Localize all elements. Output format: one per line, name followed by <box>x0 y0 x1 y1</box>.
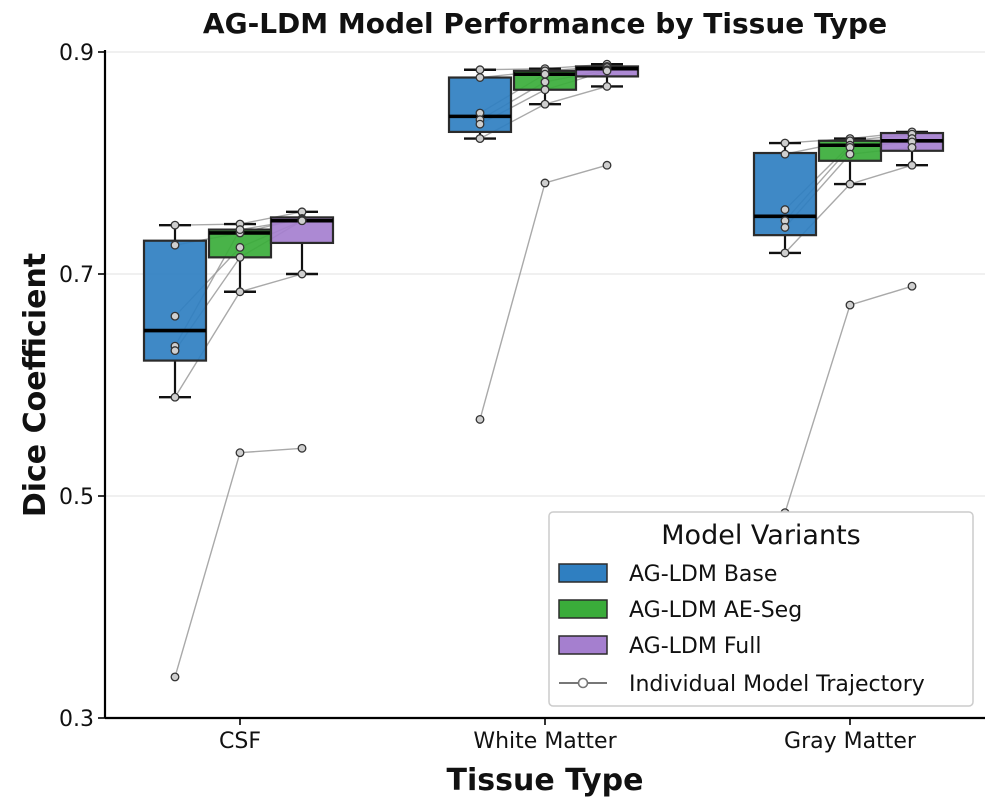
trajectory-point <box>845 149 855 159</box>
trajectory-point <box>907 143 917 152</box>
y-tick-label: 0.5 <box>59 485 94 510</box>
legend-frame <box>548 511 974 707</box>
trajectory-point <box>780 138 790 148</box>
x-tick-label: Gray Matter <box>784 729 917 754</box>
trajectory-point <box>780 248 790 258</box>
trajectory-point <box>475 414 485 424</box>
trajectory-point <box>170 346 180 356</box>
trajectory-line <box>174 447 303 678</box>
trajectory-point <box>297 216 307 226</box>
trajectory-line <box>479 164 608 420</box>
trajectory-point <box>602 81 612 91</box>
trajectory-point <box>907 160 917 170</box>
trajectory-point <box>475 65 485 75</box>
trajectory-point <box>475 73 485 82</box>
box-body <box>142 239 208 362</box>
trajectory-point <box>235 242 245 252</box>
chart-title: AG-LDM Model Performance by Tissue Type <box>203 7 887 40</box>
trajectory-point <box>780 149 790 159</box>
trajectory-point <box>540 69 550 79</box>
trajectory-point <box>540 178 550 188</box>
trajectory-point <box>475 119 485 129</box>
box-ag-ldm-base-csf <box>142 223 208 399</box>
y-tick-label: 0.7 <box>59 263 94 288</box>
trajectory-point <box>602 66 612 76</box>
trajectory-point <box>475 134 485 144</box>
trajectory-points <box>170 59 917 682</box>
x-axis-label: Tissue Type <box>447 763 644 798</box>
trajectory-point <box>540 77 550 87</box>
trajectory-point <box>170 240 180 250</box>
y-tick-label: 0.9 <box>59 41 94 66</box>
x-tick-label: CSF <box>219 729 261 754</box>
trajectory-point <box>235 225 245 235</box>
trajectory-point <box>540 85 550 95</box>
trajectory-point <box>845 300 855 310</box>
trajectory-line <box>784 285 913 513</box>
legend-label: AG-LDM Base <box>629 562 777 587</box>
legend-swatch <box>558 563 608 583</box>
trajectory-point <box>170 672 180 682</box>
legend-label: AG-LDM Full <box>629 634 761 659</box>
legend-title: Model Variants <box>661 520 860 551</box>
trajectory-point <box>602 160 612 170</box>
x-tick-label: White Matter <box>473 729 617 754</box>
legend-swatch <box>558 635 608 655</box>
box-plots <box>142 63 945 399</box>
legend-swatch <box>558 599 608 619</box>
y-tick-label: 0.3 <box>59 707 94 732</box>
trajectory-point <box>297 443 307 453</box>
trajectory-point <box>235 448 245 458</box>
box-ag-ldm-base-gray-matter <box>752 141 818 255</box>
trajectory-point <box>170 220 180 230</box>
trajectory-point <box>780 222 790 232</box>
y-axis-label: Dice Coefficient <box>18 253 53 517</box>
gridlines <box>105 51 985 497</box>
trajectory-point <box>780 205 790 215</box>
trajectory-point <box>170 392 180 402</box>
trajectory-point <box>297 269 307 279</box>
trajectory-point <box>540 99 550 109</box>
legend-trajectory-marker <box>577 677 589 689</box>
legend-label: AG-LDM AE-Seg <box>629 598 802 623</box>
legend-label: Individual Model Trajectory <box>629 672 925 697</box>
trajectory-point <box>907 281 917 291</box>
trajectory-point <box>845 179 855 189</box>
trajectory-point <box>170 311 180 321</box>
trajectory-point <box>235 287 245 297</box>
trajectory-point <box>235 252 245 262</box>
